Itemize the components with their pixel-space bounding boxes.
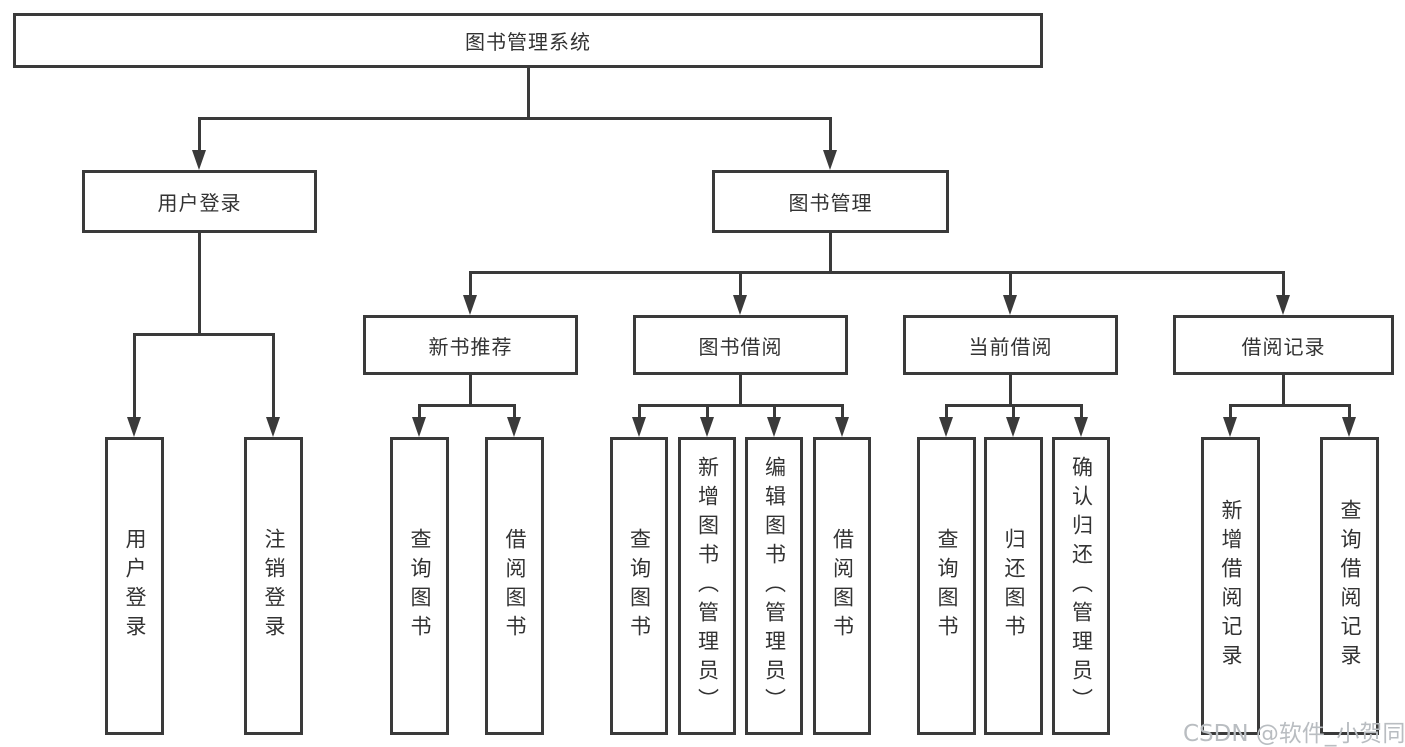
leaf-query-books-current: 查询图书 (917, 437, 976, 735)
arrow-down-icon (823, 150, 837, 170)
connector-line (1012, 404, 1015, 419)
leaf-query-books-recommend: 查询图书 (390, 437, 449, 735)
arrow-down-icon (412, 417, 426, 437)
connector-line (1282, 271, 1285, 297)
connector-line (773, 404, 776, 419)
connector-line (469, 271, 1285, 274)
connector-line (638, 404, 641, 419)
arrow-down-icon (939, 417, 953, 437)
connector-line (706, 404, 709, 419)
leaf-logout: 注销登录 (244, 437, 303, 735)
connector-line (945, 404, 948, 419)
connector-line (1229, 404, 1232, 419)
connector-line (1009, 375, 1012, 407)
node-book-borrowing: 图书借阅 (633, 315, 848, 375)
leaf-query-books-recommend-label: 查询图书 (408, 528, 432, 644)
csdn-watermark: CSDN @软件_小贺同学 (1183, 721, 1405, 747)
connector-line (418, 404, 421, 419)
connector-line (198, 117, 832, 120)
leaf-edit-books-admin: 编辑图书（管理员） (745, 437, 803, 735)
node-library-management-system: 图书管理系统 (13, 13, 1043, 68)
arrow-down-icon (266, 417, 280, 437)
leaf-query-borrow-record-label: 查询借阅记录 (1338, 499, 1362, 673)
leaf-add-books-admin-label: 新增图书（管理员） (695, 455, 720, 717)
leaf-borrow-books-recommend-label: 借阅图书 (503, 528, 527, 644)
connector-line (1282, 375, 1285, 407)
leaf-return-books-label: 归还图书 (1002, 528, 1026, 644)
leaf-borrow-books: 借阅图书 (813, 437, 871, 735)
arrow-down-icon (767, 417, 781, 437)
node-user-login: 用户登录 (82, 170, 317, 233)
leaf-add-borrow-record: 新增借阅记录 (1201, 437, 1260, 735)
connector-line (198, 233, 201, 336)
connector-line (133, 333, 275, 336)
node-new-book-recommendation: 新书推荐 (363, 315, 578, 375)
leaf-edit-books-admin-label: 编辑图书（管理员） (762, 455, 787, 717)
connector-line (418, 404, 516, 407)
arrow-down-icon (463, 295, 477, 315)
arrow-down-icon (1342, 417, 1356, 437)
leaf-query-books-borrowing: 查询图书 (610, 437, 668, 735)
arrow-down-icon (192, 150, 206, 170)
arrow-down-icon (1074, 417, 1088, 437)
connector-line (1009, 271, 1012, 297)
leaf-query-books-current-label: 查询图书 (935, 528, 959, 644)
connector-line (527, 68, 530, 120)
arrow-down-icon (632, 417, 646, 437)
leaf-confirm-return-admin: 确认归还（管理员） (1052, 437, 1110, 735)
connector-line (272, 333, 275, 419)
leaf-user-login-label: 用户登录 (123, 528, 147, 644)
connector-line (513, 404, 516, 419)
node-current-borrowing: 当前借阅 (903, 315, 1118, 375)
arrow-down-icon (1276, 295, 1290, 315)
leaf-borrow-books-recommend: 借阅图书 (485, 437, 544, 735)
leaf-query-books-borrowing-label: 查询图书 (627, 528, 652, 644)
node-borrowing-records: 借阅记录 (1173, 315, 1394, 375)
arrow-down-icon (733, 295, 747, 315)
arrow-down-icon (700, 417, 714, 437)
connector-line (1348, 404, 1351, 419)
connector-line (1080, 404, 1083, 419)
connector-line (739, 375, 742, 407)
connector-line (133, 333, 136, 419)
connector-line (469, 375, 472, 407)
leaf-confirm-return-admin-label: 确认归还（管理员） (1069, 455, 1094, 717)
arrow-down-icon (1223, 417, 1237, 437)
arrow-down-icon (127, 417, 141, 437)
leaf-logout-label: 注销登录 (262, 528, 286, 644)
arrow-down-icon (1006, 417, 1020, 437)
arrow-down-icon (1003, 295, 1017, 315)
leaf-add-books-admin: 新增图书（管理员） (678, 437, 736, 735)
connector-line (1229, 404, 1351, 407)
connector-line (469, 271, 472, 297)
node-book-management: 图书管理 (712, 170, 949, 233)
leaf-return-books: 归还图书 (984, 437, 1043, 735)
connector-line (841, 404, 844, 419)
leaf-borrow-books-label: 借阅图书 (830, 528, 855, 644)
connector-line (829, 117, 832, 153)
leaf-add-borrow-record-label: 新增借阅记录 (1219, 499, 1243, 673)
connector-line (829, 233, 832, 274)
connector-line (638, 404, 844, 407)
leaf-query-borrow-record: 查询借阅记录 (1320, 437, 1379, 735)
connector-line (739, 271, 742, 297)
connector-line (198, 117, 201, 153)
arrow-down-icon (835, 417, 849, 437)
leaf-user-login: 用户登录 (105, 437, 164, 735)
arrow-down-icon (507, 417, 521, 437)
